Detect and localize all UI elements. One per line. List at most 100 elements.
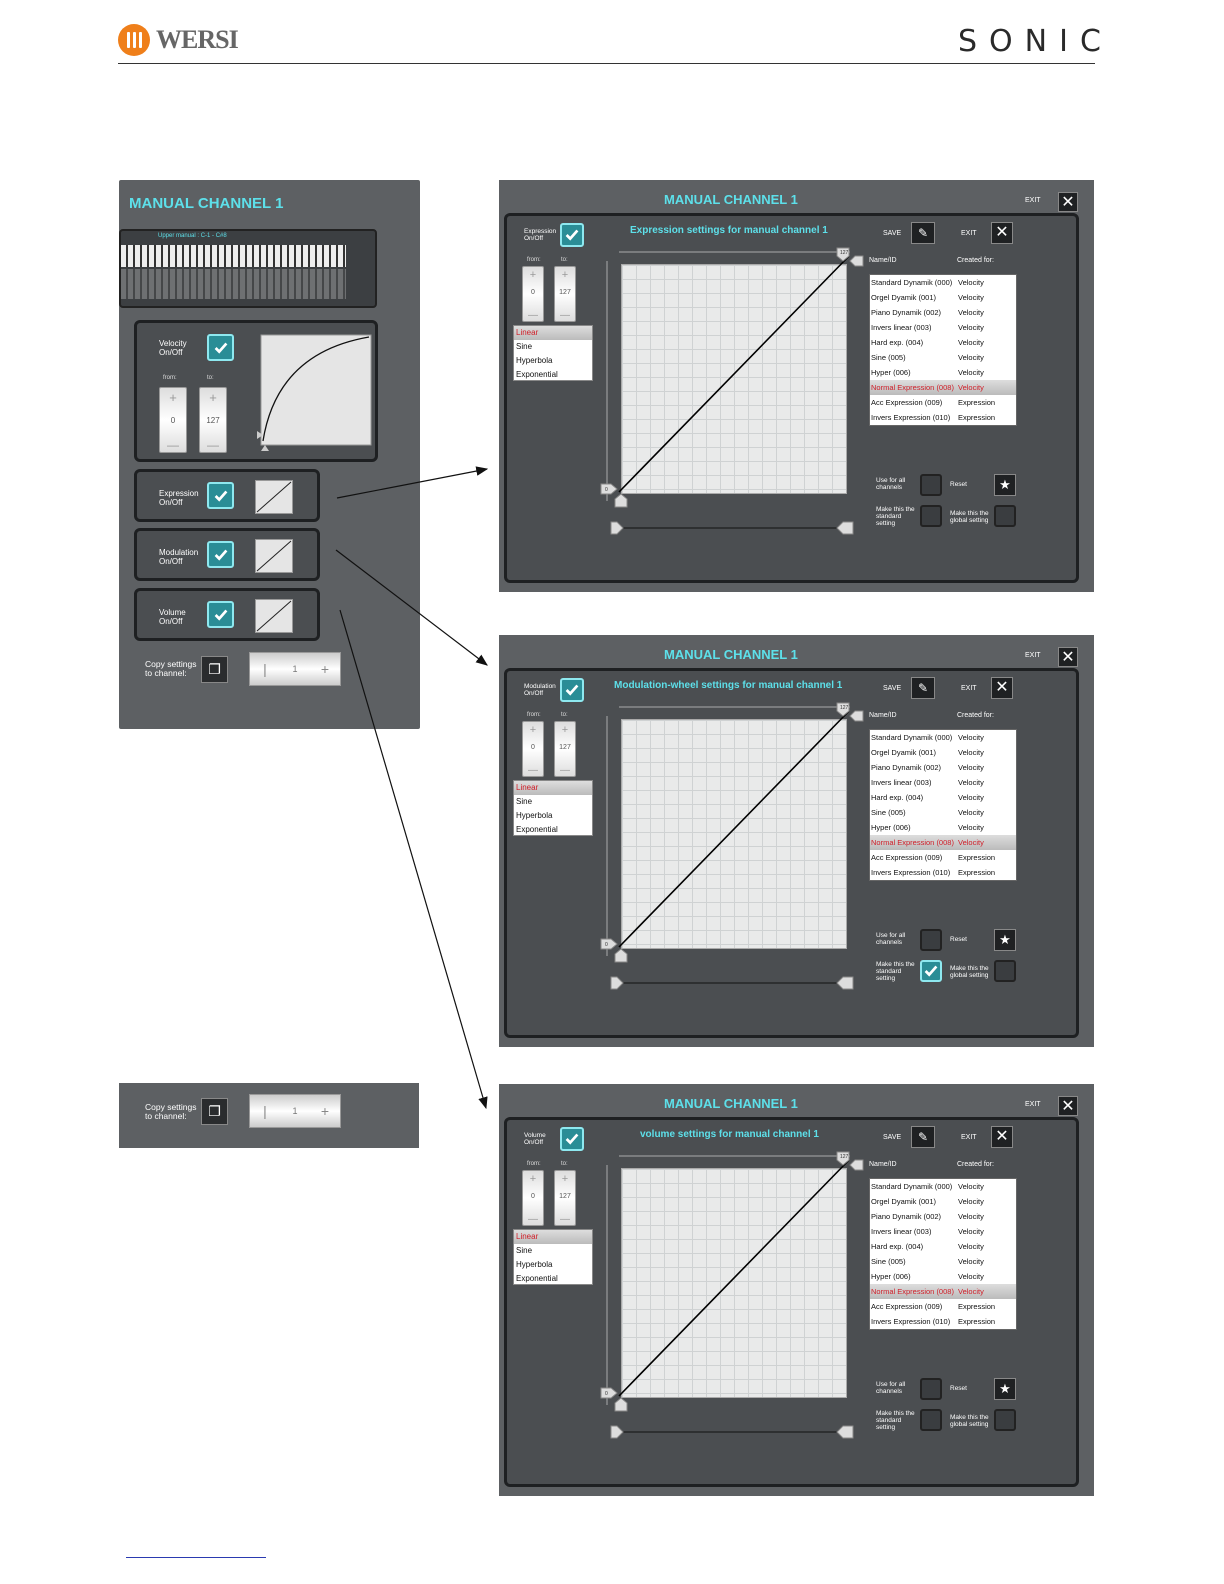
reset-star-icon[interactable]: ★	[994, 474, 1016, 496]
curve-editor-grid[interactable]	[621, 264, 847, 494]
preset-row[interactable]: Normal Expression (008)Velocity	[870, 380, 1016, 395]
preset-created-for: Velocity	[958, 383, 984, 392]
expression-curve-thumbnail[interactable]	[255, 480, 293, 514]
make-standard-checkbox[interactable]	[920, 960, 942, 982]
make-standard-checkbox[interactable]	[920, 1409, 942, 1431]
save-pen-icon[interactable]: ✎	[911, 1126, 935, 1148]
preset-row[interactable]: Hard exp. (004)Velocity	[870, 335, 1016, 350]
make-global-checkbox[interactable]	[994, 1409, 1016, 1431]
preset-row[interactable]: Standard Dynamik (000)Velocity	[870, 1179, 1016, 1194]
preset-row[interactable]: Standard Dynamik (000)Velocity	[870, 275, 1016, 290]
make-standard-checkbox[interactable]	[920, 505, 942, 527]
volume-checkbox[interactable]	[207, 601, 234, 628]
velocity-to-stepper[interactable]: +127—	[199, 387, 227, 453]
volume-curve-thumbnail[interactable]	[255, 599, 293, 633]
preset-row[interactable]: Hard exp. (004)Velocity	[870, 1239, 1016, 1254]
preset-row[interactable]: Invers Expression (010)Expression	[870, 1314, 1016, 1329]
curve-option-hyperbola[interactable]: Hyperbola	[516, 1260, 553, 1269]
preset-row[interactable]: Invers linear (003)Velocity	[870, 775, 1016, 790]
to-stepper[interactable]: +127—	[554, 721, 576, 777]
preset-row[interactable]: Normal Expression (008)Velocity	[870, 1284, 1016, 1299]
preset-created-for: Velocity	[958, 1182, 984, 1191]
modulation-checkbox[interactable]	[207, 541, 234, 568]
preset-row[interactable]: Piano Dynamik (002)Velocity	[870, 760, 1016, 775]
close-icon[interactable]: ✕	[1058, 647, 1078, 667]
curve-option-hyperbola[interactable]: Hyperbola	[516, 811, 553, 820]
make-global-checkbox[interactable]	[994, 505, 1016, 527]
reset-star-icon[interactable]: ★	[994, 1378, 1016, 1400]
curve-option-exponential[interactable]: Exponential	[516, 370, 558, 379]
exit-close-icon[interactable]: ✕	[991, 222, 1013, 244]
curve-option-hyperbola[interactable]: Hyperbola	[516, 356, 553, 365]
curve-option-linear[interactable]: Linear	[514, 326, 592, 340]
curve-option-sine[interactable]: Sine	[516, 1246, 533, 1255]
curve-option-sine[interactable]: Sine	[516, 797, 533, 806]
to-stepper[interactable]: +127—	[554, 266, 576, 322]
preset-row[interactable]: Standard Dynamik (000)Velocity	[870, 730, 1016, 745]
save-pen-icon[interactable]: ✎	[911, 677, 935, 699]
curve-editor-grid[interactable]	[621, 1168, 847, 1398]
preset-row[interactable]: Acc Expression (009)Expression	[870, 850, 1016, 865]
curve-option-exponential[interactable]: Exponential	[516, 1274, 558, 1283]
from-stepper[interactable]: +0—	[522, 721, 544, 777]
curve-editor-grid[interactable]	[621, 719, 847, 949]
use-all-checkbox[interactable]	[920, 929, 942, 951]
preset-row[interactable]: Normal Expression (008)Velocity	[870, 835, 1016, 850]
preset-row[interactable]: Hyper (006)Velocity	[870, 365, 1016, 380]
exit-close-icon[interactable]: ✕	[991, 1126, 1013, 1148]
preset-row[interactable]: Orgel Dyamik (001)Velocity	[870, 290, 1016, 305]
toggle-checkbox[interactable]	[560, 678, 584, 702]
copy-channel-stepper[interactable]: |1+	[249, 652, 341, 686]
preset-row[interactable]: Invers Expression (010)Expression	[870, 865, 1016, 880]
curve-option-exponential[interactable]: Exponential	[516, 825, 558, 834]
velocity-curve-graph[interactable]	[257, 333, 373, 453]
velocity-checkbox[interactable]	[207, 334, 234, 361]
preset-row[interactable]: Piano Dynamik (002)Velocity	[870, 1209, 1016, 1224]
from-stepper[interactable]: +0—	[522, 1170, 544, 1226]
expression-checkbox[interactable]	[207, 482, 234, 509]
preset-row[interactable]: Sine (005)Velocity	[870, 1254, 1016, 1269]
toggle-checkbox[interactable]	[560, 223, 584, 247]
toggle-checkbox[interactable]	[560, 1127, 584, 1151]
close-icon[interactable]: ✕	[1058, 192, 1078, 212]
copy-detail-stepper[interactable]: |1+	[249, 1094, 341, 1128]
preset-row[interactable]: Sine (005)Velocity	[870, 805, 1016, 820]
close-icon[interactable]: ✕	[1058, 1096, 1078, 1116]
copy-detail-folder-icon[interactable]: ❐	[201, 1098, 228, 1125]
curve-option-sine[interactable]: Sine	[516, 342, 533, 351]
preset-row[interactable]: Invers linear (003)Velocity	[870, 320, 1016, 335]
reset-star-icon[interactable]: ★	[994, 929, 1016, 951]
keyboard-range[interactable]: Upper manual : C-1 - C#8	[119, 229, 377, 308]
preset-row[interactable]: Acc Expression (009)Expression	[870, 395, 1016, 410]
modulation-curve-thumbnail[interactable]	[255, 539, 293, 573]
from-stepper[interactable]: +0—	[522, 266, 544, 322]
copy-folder-icon[interactable]: ❐	[201, 656, 228, 683]
velocity-from-stepper[interactable]: +0—	[159, 387, 187, 453]
preset-row[interactable]: Invers linear (003)Velocity	[870, 1224, 1016, 1239]
dialog-exit-label: EXIT	[1025, 1101, 1041, 1108]
preset-row[interactable]: Orgel Dyamik (001)Velocity	[870, 745, 1016, 760]
preset-row[interactable]: Invers Expression (010)Expression	[870, 410, 1016, 425]
curve-option-linear[interactable]: Linear	[514, 781, 592, 795]
use-all-checkbox[interactable]	[920, 474, 942, 496]
preset-row[interactable]: Hyper (006)Velocity	[870, 1269, 1016, 1284]
to-stepper[interactable]: +127—	[554, 1170, 576, 1226]
preset-row[interactable]: Piano Dynamik (002)Velocity	[870, 305, 1016, 320]
use-all-checkbox[interactable]	[920, 1378, 942, 1400]
curve-option-linear[interactable]: Linear	[514, 1230, 592, 1244]
preset-row[interactable]: Hyper (006)Velocity	[870, 820, 1016, 835]
preset-row[interactable]: Orgel Dyamik (001)Velocity	[870, 1194, 1016, 1209]
preset-row[interactable]: Sine (005)Velocity	[870, 350, 1016, 365]
save-pen-icon[interactable]: ✎	[911, 222, 935, 244]
dialog-subtitle: Modulation-wheel settings for manual cha…	[614, 680, 843, 691]
make-global-checkbox[interactable]	[994, 960, 1016, 982]
preset-row[interactable]: Hard exp. (004)Velocity	[870, 790, 1016, 805]
preset-row[interactable]: Acc Expression (009)Expression	[870, 1299, 1016, 1314]
exit-close-icon[interactable]: ✕	[991, 677, 1013, 699]
